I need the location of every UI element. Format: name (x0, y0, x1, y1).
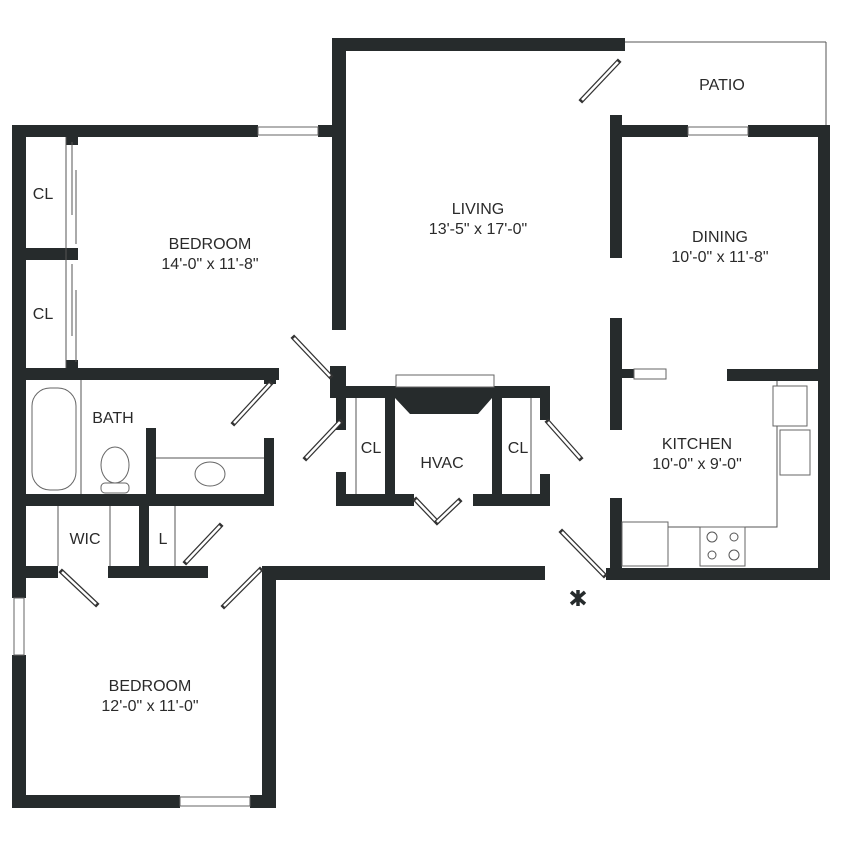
walls (12, 38, 830, 808)
bathtub (31, 387, 77, 491)
kitchen-label: KITCHEN (662, 436, 732, 453)
refrigerator (772, 385, 808, 427)
bath-label: BATH (92, 410, 133, 427)
sink (194, 461, 226, 487)
doors[interactable] (58, 58, 622, 610)
kitchen-sink (779, 429, 811, 476)
dishwasher (621, 521, 669, 567)
patio-label: PATIO (699, 77, 745, 94)
windows (13, 126, 749, 807)
bedroom1-label: BEDROOM (169, 236, 252, 253)
bedroom1-size: 14'-0" x 11'-8" (161, 256, 258, 273)
closet4-label: CL (508, 440, 529, 457)
closet1-label: CL (33, 186, 54, 203)
bedroom2-label: BEDROOM (109, 678, 192, 695)
closet2-label: CL (33, 306, 54, 323)
room-labels: PATIO LIVING 13'-5" x 17'-0" DINING 10'-… (33, 77, 769, 715)
hvac-label: HVAC (420, 455, 463, 472)
asterisk-icon (569, 590, 587, 606)
living-size: 13'-5" x 17'-0" (429, 221, 527, 238)
fixtures (31, 137, 811, 567)
living-label: LIVING (452, 201, 504, 218)
dining-size: 10'-0" x 11'-8" (671, 249, 768, 266)
kitchen-size: 10'-0" x 9'-0" (652, 456, 742, 473)
closet3-label: CL (361, 440, 382, 457)
dining-label: DINING (692, 229, 748, 246)
wic-label: WIC (69, 531, 100, 548)
linen-label: L (159, 531, 168, 548)
patio-outline (625, 41, 827, 126)
fireplace-hearth (395, 374, 495, 388)
bedroom2-size: 12'-0" x 11'-0" (101, 698, 198, 715)
stove (699, 526, 746, 567)
toilet (100, 446, 130, 484)
